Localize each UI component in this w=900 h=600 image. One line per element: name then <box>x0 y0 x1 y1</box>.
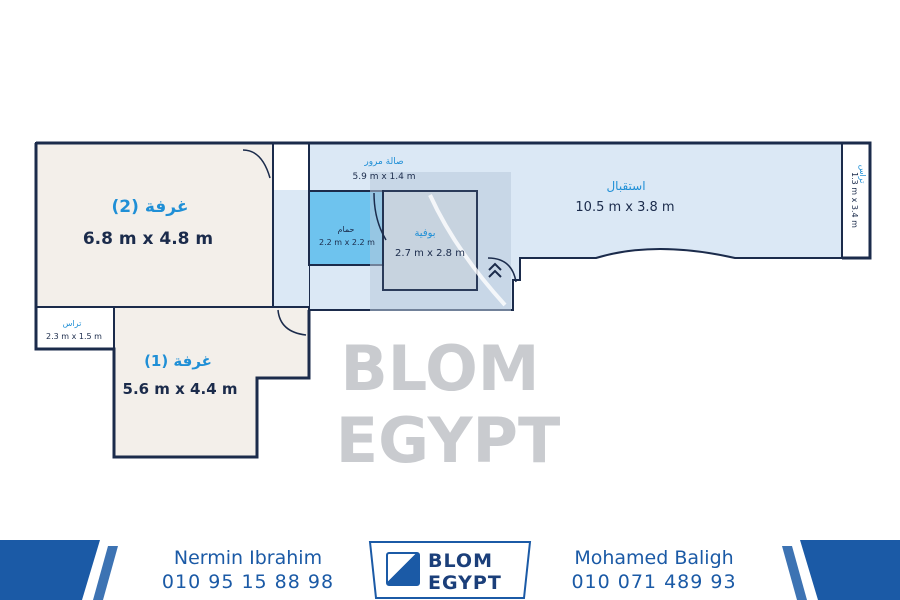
watermark-line1: BLOM <box>341 332 540 405</box>
room-2-name: غرفة (2) <box>112 197 189 217</box>
pantry-name: بوفية <box>414 228 435 239</box>
contact-left: Nermin Ibrahim 010 95 15 88 98 <box>128 546 368 594</box>
corridor-lower <box>273 190 309 310</box>
room-2-dims: 6.8 m x 4.8 m <box>83 229 213 249</box>
contact-right-phone[interactable]: 010 071 489 93 <box>571 571 737 593</box>
door-pantry-icon <box>487 257 517 283</box>
pantry-area <box>382 190 478 291</box>
watermark-stroke-icon <box>428 194 507 307</box>
terrace-left-name: تراس <box>63 319 82 328</box>
door-room1-icon <box>277 309 307 336</box>
brand-line1: BLOM <box>428 550 493 572</box>
room-2-area <box>35 142 274 308</box>
contact-left-phone[interactable]: 010 95 15 88 98 <box>161 571 335 593</box>
contact-right: Mohamed Baligh 010 071 489 93 <box>534 546 774 594</box>
reception-name: استقبال <box>606 179 645 193</box>
brand-logo-block: BLOM EGYPT <box>374 544 526 596</box>
brand-logo-icon <box>386 552 420 586</box>
brand-line2: EGYPT <box>428 572 502 594</box>
corridor-name: صالة مرور <box>363 157 403 167</box>
watermark-line2: EGYPT <box>336 404 561 477</box>
contact-right-name: Mohamed Baligh <box>574 547 734 569</box>
room-1-dims: 5.6 m x 4.4 m <box>123 380 238 398</box>
terrace-left-area <box>35 306 115 350</box>
bathroom-dims: 2.2 m x 2.2 m <box>319 238 375 247</box>
reception-dims: 10.5 m x 3.8 m <box>575 200 674 215</box>
room-1-name: غرفة (1) <box>144 352 212 370</box>
corridor-dims: 5.9 m x 1.4 m <box>353 172 416 182</box>
floor-plan: غرفة (2) 6.8 m x 4.8 m غرفة (1) 5.6 m x … <box>34 141 872 477</box>
pantry-dims: 2.7 m x 2.8 m <box>395 248 465 259</box>
door-room2-icon <box>242 149 271 179</box>
bathroom-name: حمام <box>338 225 355 234</box>
contact-left-name: Nermin Ibrahim <box>173 547 323 569</box>
terrace-left-dims: 2.3 m x 1.5 m <box>46 332 102 341</box>
entrance-chevron-icon <box>488 262 502 278</box>
footer: Nermin Ibrahim 010 95 15 88 98 BLOM EGYP… <box>0 540 900 600</box>
outer-walls <box>34 141 872 459</box>
terrace-right-dims: 1.3 m x 3.4 m <box>850 172 859 228</box>
door-bath-icon <box>373 192 387 241</box>
terrace-right-name: تراس <box>858 165 867 184</box>
